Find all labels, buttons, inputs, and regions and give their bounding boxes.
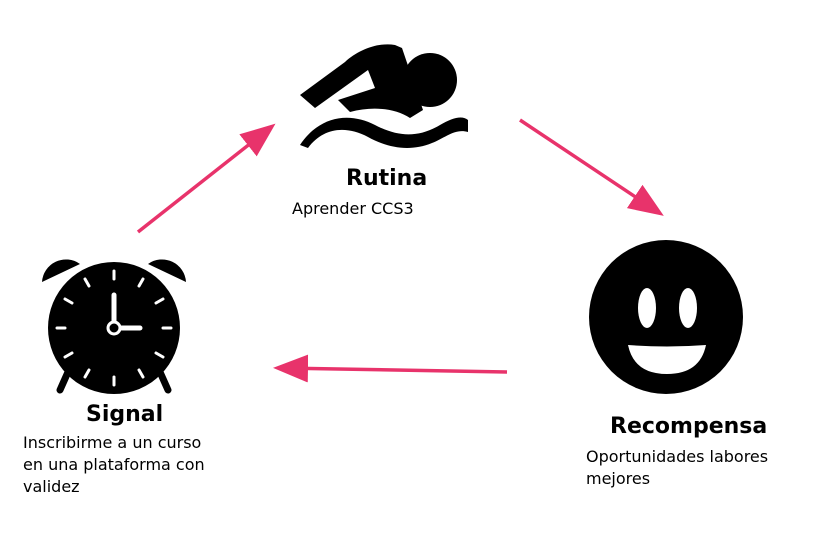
arrow-reward-to-signal — [273, 354, 508, 383]
swimmer-icon — [300, 44, 468, 148]
arrow-signal-to-routine — [136, 123, 276, 234]
arrow-routine-to-reward — [519, 118, 664, 216]
alarm-clock-icon — [42, 259, 186, 394]
reward-description: Oportunidades labores mejores — [586, 447, 769, 488]
smiley-face-icon — [589, 240, 743, 394]
routine-description: Aprender CCS3 — [292, 199, 414, 218]
signal-description: Inscribirme a un curso en una plataforma… — [23, 433, 205, 496]
routine-title: Rutina — [346, 166, 428, 191]
reward-title: Recompensa — [610, 414, 768, 439]
signal-title: Signal — [86, 402, 164, 427]
